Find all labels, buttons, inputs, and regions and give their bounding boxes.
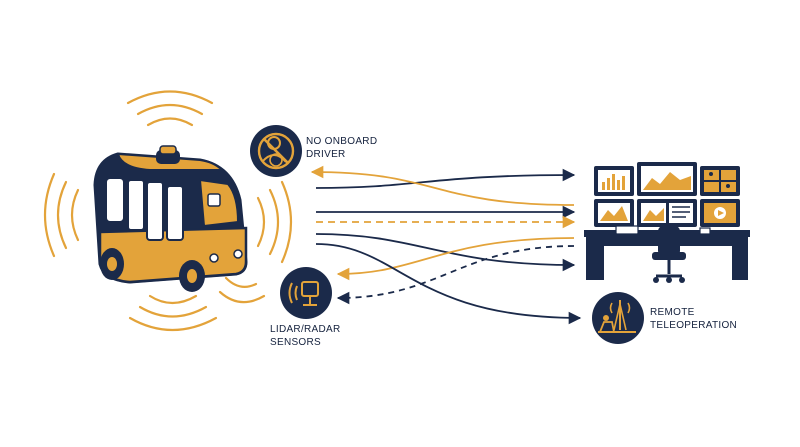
label-line: SENSORS: [270, 337, 322, 348]
sensor-icon: [280, 267, 332, 319]
label-line: DRIVER: [306, 149, 346, 160]
no-onboard-driver-label: NO ONBOARD DRIVER: [306, 135, 377, 161]
sensor-waves: [43, 90, 293, 332]
shuttle-bus: [93, 145, 248, 292]
label-line: LIDAR/RADAR: [270, 324, 341, 335]
remote-teleoperation-label: REMOTE TELEOPERATION: [650, 306, 737, 332]
label-line: NO ONBOARD: [306, 136, 378, 147]
flow-arrows: [310, 165, 582, 325]
label-line: REMOTE: [650, 307, 695, 318]
no-driver-icon: [250, 125, 302, 177]
control-station: [584, 162, 750, 283]
lidar-radar-sensors-label: LIDAR/RADAR SENSORS: [270, 323, 341, 349]
teleoperation-icon: [592, 292, 644, 344]
label-line: TELEOPERATION: [650, 320, 738, 331]
